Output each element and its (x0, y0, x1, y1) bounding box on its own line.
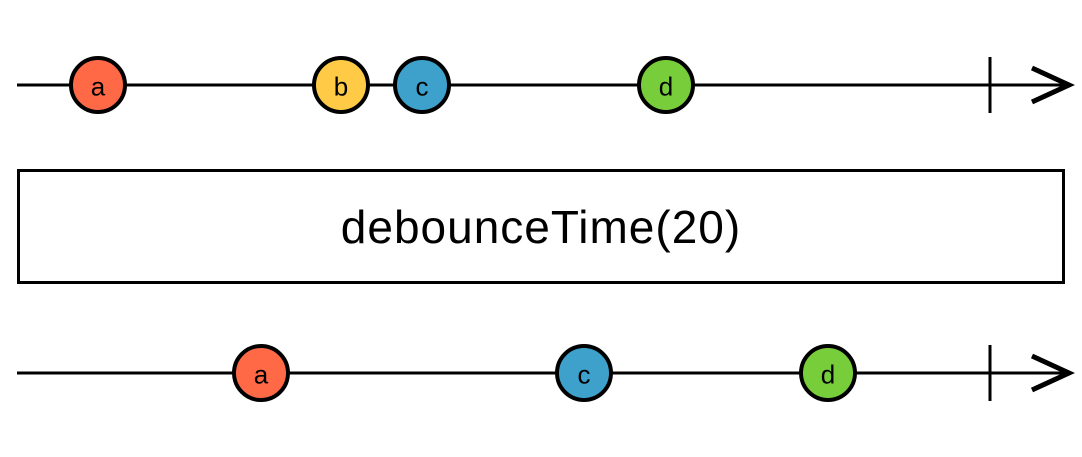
timeline-arrowhead-icon (1030, 353, 1075, 393)
marble-circle (555, 344, 613, 402)
marble-d: d (799, 344, 857, 402)
marble-circle (799, 344, 857, 402)
marble-d: d (637, 56, 695, 114)
marble-label: a (254, 360, 269, 390)
marble-circle (312, 56, 370, 114)
marble-c: c (393, 56, 451, 114)
marble-label: c (578, 360, 591, 390)
marble-label: c (416, 72, 429, 102)
marble-c: c (555, 344, 613, 402)
marble-b: b (312, 56, 370, 114)
marble-circle (393, 56, 451, 114)
marble-a: a (69, 56, 127, 114)
marble-label: d (659, 72, 673, 102)
marble-label: d (821, 360, 835, 390)
source-timeline: a b c d (17, 56, 1075, 114)
marble-label: b (334, 72, 348, 102)
marble-circle (69, 56, 127, 114)
operator-box: debounceTime(20) (17, 169, 1065, 284)
operator-label: debounceTime(20) (340, 200, 742, 253)
marble-label: a (91, 72, 106, 102)
marble-a: a (232, 344, 290, 402)
marble-circle (232, 344, 290, 402)
timeline-arrowhead-icon (1030, 65, 1075, 105)
marble-circle (637, 56, 695, 114)
